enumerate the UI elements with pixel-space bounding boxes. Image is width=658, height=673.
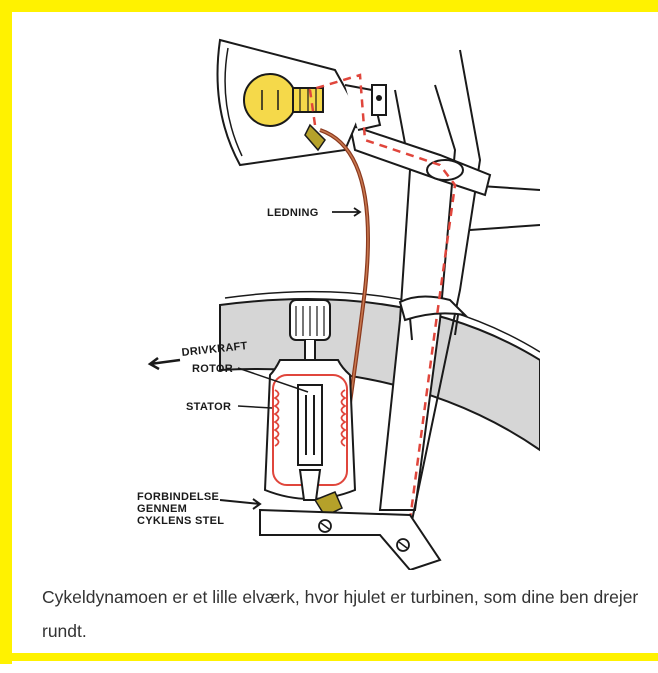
label-forbindelse-line2: GENNEM <box>137 503 187 515</box>
label-forbindelse-line3: CYKLENS STEL <box>137 515 224 527</box>
arrow-ledning <box>332 208 360 216</box>
label-rotor: ROTOR <box>192 363 233 375</box>
arrow-forbindelse <box>220 499 260 509</box>
label-stator: STATOR <box>186 401 231 413</box>
label-ledning: LEDNING <box>267 207 319 219</box>
arrow-stator <box>238 406 272 408</box>
caption-text: Cykeldynamoen er et lille elværk, hvor h… <box>42 580 642 648</box>
frame-bottom-border <box>0 653 658 661</box>
bulb-icon <box>244 74 296 126</box>
arrow-drivkraft <box>150 358 180 369</box>
dynamo-illustration: LEDNING DRIVKRAFT ROTOR STATOR FORBINDEL… <box>110 30 540 570</box>
frame-left-border <box>0 0 12 664</box>
mounting-bracket <box>260 510 440 570</box>
label-forbindelse-line1: FORBINDELSE <box>137 491 219 503</box>
frame-top-border <box>0 0 658 12</box>
